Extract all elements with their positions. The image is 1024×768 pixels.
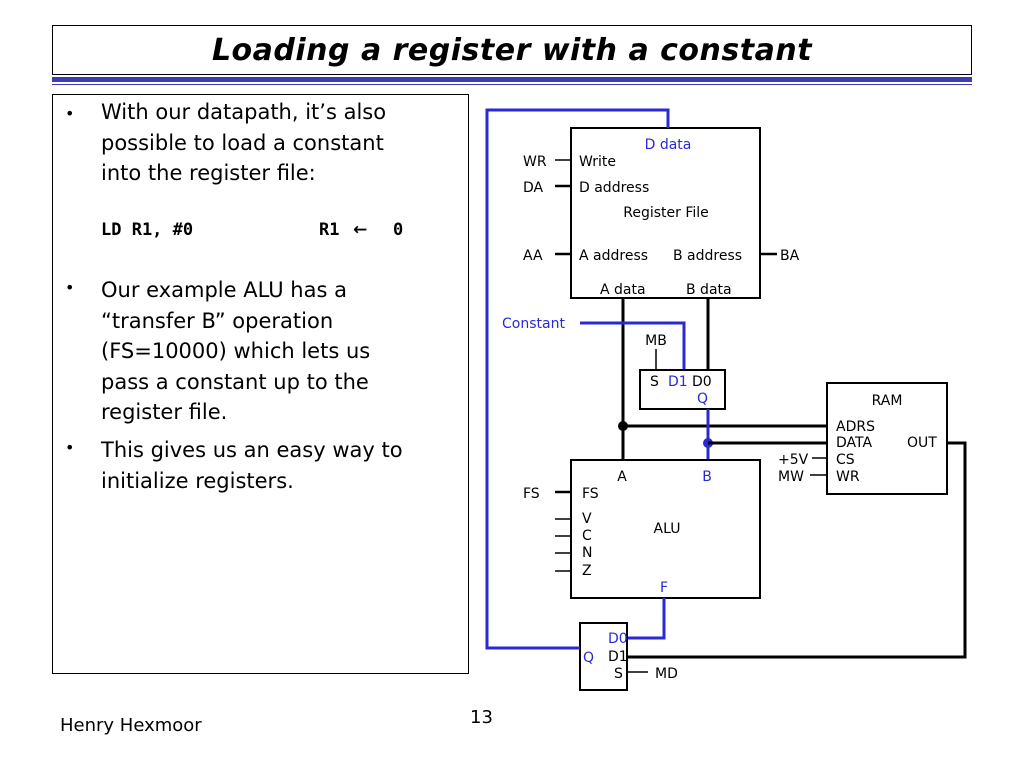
bullet-3: • xyxy=(65,438,75,457)
mb-signal-label: MB xyxy=(645,333,667,349)
rf-d-address-label: D address xyxy=(579,180,649,196)
paragraph-3-line: initialize registers. xyxy=(101,468,294,493)
aa-signal-label: AA xyxy=(523,248,543,264)
ba-signal-label: BA xyxy=(780,248,800,264)
paragraph-3-line: This gives us an easy way to xyxy=(101,438,403,462)
left-arrow-icon: ← xyxy=(353,220,368,240)
md-signal-label: MD xyxy=(655,666,678,682)
paragraph-1-line: possible to load a constant xyxy=(101,130,384,155)
paragraph-2-line: register file. xyxy=(101,400,228,424)
paragraph-1: With our datapath, it’s also possible to… xyxy=(101,97,451,189)
register-file-box xyxy=(570,127,761,299)
ram-name-label: RAM xyxy=(872,393,903,409)
alu-a-label: A xyxy=(617,469,627,485)
ram-out-label: OUT xyxy=(907,435,937,451)
writeback-bus xyxy=(485,108,670,650)
bullet-1: • xyxy=(65,104,75,123)
constant-bus xyxy=(580,321,686,370)
alu-b-label: B xyxy=(702,469,712,485)
rf-name-label: Register File xyxy=(623,205,709,221)
mux-d-d1-label: D1 xyxy=(608,649,628,665)
code-instruction: LD R1, #0 xyxy=(101,220,194,240)
rf-b-address-label: B address xyxy=(673,248,742,264)
mux-b-box xyxy=(639,369,726,410)
alu-v-label: V xyxy=(582,511,592,527)
ram-box xyxy=(826,382,948,495)
mw-signal-label: MW xyxy=(778,469,804,485)
fs-signal-label: FS xyxy=(523,486,540,502)
ram-data-label: DATA xyxy=(836,435,872,451)
paragraph-2-line: Our example ALU has a xyxy=(101,278,347,302)
alu-name-label: ALU xyxy=(654,521,681,537)
paragraph-2-line: (FS=10000) which lets us xyxy=(101,339,371,363)
slide-title: Loading a register with a constant xyxy=(211,32,813,68)
rf-write-label: Write xyxy=(579,154,616,170)
mux-d-q-label: Q xyxy=(583,650,594,666)
bullet-2: • xyxy=(65,278,75,297)
mux-b-d0-label: D0 xyxy=(692,374,712,390)
paragraph-1-line: With our datapath, it’s also xyxy=(101,100,387,124)
mux-b-s-label: S xyxy=(650,374,659,390)
paragraph-2: Our example ALU has a “transfer B” opera… xyxy=(101,275,451,428)
paragraph-1-line: into the register file: xyxy=(101,161,316,185)
text-panel: • With our datapath, it’s also possible … xyxy=(52,94,469,674)
alu-n-label: N xyxy=(582,545,592,561)
vcc-label: +5V xyxy=(778,452,809,468)
ram-wr-label: WR xyxy=(836,469,860,485)
ram-cs-label: CS xyxy=(836,452,855,468)
code-dest: R1 xyxy=(319,220,340,240)
constant-label: Constant xyxy=(502,316,565,332)
title-underline xyxy=(52,77,972,82)
page-number: 13 xyxy=(470,707,493,728)
alu-fs-input-label: FS xyxy=(582,486,599,502)
rf-b-data-label: B data xyxy=(686,282,732,298)
ram-adrs-label: ADRS xyxy=(836,419,875,435)
rf-d-data-label: D data xyxy=(645,137,692,153)
paragraph-2-line: “transfer B” operation xyxy=(101,308,334,333)
title-underline-thin xyxy=(52,84,972,85)
title-box: Loading a register with a constant xyxy=(52,25,972,75)
paragraph-2-line: pass a constant up to the xyxy=(101,369,369,394)
mux-b-q-label: Q xyxy=(697,391,708,407)
mux-d-s-label: S xyxy=(614,666,623,682)
mux-b-d1-label: D1 xyxy=(668,374,688,390)
alu-f-label: F xyxy=(660,580,668,596)
paragraph-3: This gives us an easy way to initialize … xyxy=(101,435,451,496)
code-value: 0 xyxy=(393,220,404,240)
rf-a-address-label: A address xyxy=(579,248,648,264)
ram-out-bus xyxy=(627,441,967,659)
footer-author: Henry Hexmoor xyxy=(60,715,202,736)
rf-a-data-label: A data xyxy=(600,282,646,298)
da-signal-label: DA xyxy=(523,180,544,196)
alu-c-label: C xyxy=(582,528,592,544)
alu-output-bus xyxy=(627,598,666,640)
alu-z-label: Z xyxy=(582,563,592,579)
wr-signal-label: WR xyxy=(523,154,547,170)
mux-d-box xyxy=(579,622,628,691)
mux-d-d0-label: D0 xyxy=(608,631,628,647)
